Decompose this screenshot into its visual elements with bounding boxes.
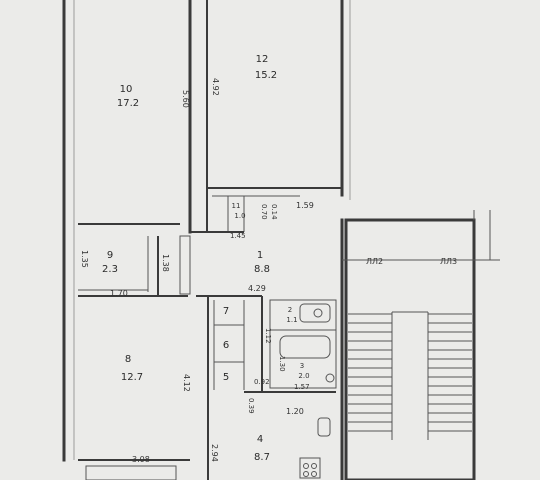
- room-8-number: 8: [125, 354, 131, 365]
- room-8-area: 12.7: [121, 372, 143, 383]
- bathtub-icon: [279, 335, 331, 359]
- room-5-number: 5: [223, 372, 229, 383]
- dim-4-92: 4.92: [211, 78, 220, 96]
- dim-4-12: 4.12: [182, 374, 191, 392]
- room-10-number: 10: [120, 84, 133, 95]
- stairwell: [342, 210, 500, 480]
- room-3-number: 3: [300, 362, 304, 370]
- dim-1-12: 1.12: [264, 328, 272, 344]
- dim-4-29: 4.29: [248, 284, 266, 293]
- dim-1-35: 1.35: [80, 250, 89, 268]
- room-9-number: 9: [107, 250, 113, 261]
- dim-1-70: 1.70: [110, 289, 128, 298]
- room-12-number: 12: [256, 54, 269, 65]
- room-1-area: 8.8: [254, 264, 270, 275]
- dim-1-30: 1.30: [278, 356, 286, 372]
- stair-mark-right: ЛЛ3: [440, 257, 457, 266]
- room-7-number: 7: [223, 306, 229, 317]
- dim-5-60: 5.60: [181, 90, 190, 108]
- room-11-number: 11: [232, 202, 241, 210]
- room-2-area: 1.1: [286, 316, 297, 324]
- room-3-area: 2.0: [298, 372, 309, 380]
- dim-0-14: 0.14: [270, 204, 278, 220]
- room-10-area: 17.2: [117, 98, 139, 109]
- stair-steps: [348, 313, 472, 432]
- dim-0-70: 0.70: [260, 204, 268, 220]
- dim-1-59: 1.59: [296, 201, 314, 210]
- dimension-labels: 4.92 5.60 1.59 0.70 0.14 1.45 1.35 1.38 …: [80, 78, 314, 464]
- sink-drain-icon: [313, 308, 323, 318]
- stair-markers: ЛЛ2 ЛЛ3: [366, 257, 457, 266]
- dim-1-38: 1.38: [161, 254, 170, 272]
- door-frame-icon: [179, 235, 191, 295]
- dim-1-20: 1.20: [286, 407, 304, 416]
- room-9-area: 2.3: [102, 264, 118, 275]
- stove-icon: [299, 457, 321, 479]
- bath-sink-icon: [299, 303, 331, 323]
- dim-2-94: 2.94: [210, 444, 219, 462]
- radiator-icon: [85, 465, 177, 480]
- room-4-area: 8.7: [254, 452, 270, 463]
- room-labels: 10 17.2 12 15.2 11 1.0 9 2.3 1 8.8 2 1.1…: [102, 54, 310, 463]
- toilet-icon: [325, 373, 335, 383]
- fixtures: [85, 235, 335, 480]
- room-1-number: 1: [257, 250, 263, 261]
- room-11-area: 1.0: [234, 212, 245, 220]
- dim-1-45: 1.45: [230, 232, 246, 240]
- stair-mark-left: ЛЛ2: [366, 257, 383, 266]
- dim-0-92: 0.92: [254, 378, 270, 386]
- walls: [62, 0, 351, 480]
- room-12-area: 15.2: [255, 70, 277, 81]
- room-6-number: 6: [223, 340, 229, 351]
- dim-0-39: 0.39: [247, 398, 255, 414]
- room-2-number: 2: [288, 306, 292, 314]
- dim-1-57: 1.57: [294, 383, 310, 391]
- room-4-number: 4: [257, 434, 263, 445]
- dim-3-08: 3.08: [132, 455, 150, 464]
- kitchen-sink-icon: [317, 417, 331, 437]
